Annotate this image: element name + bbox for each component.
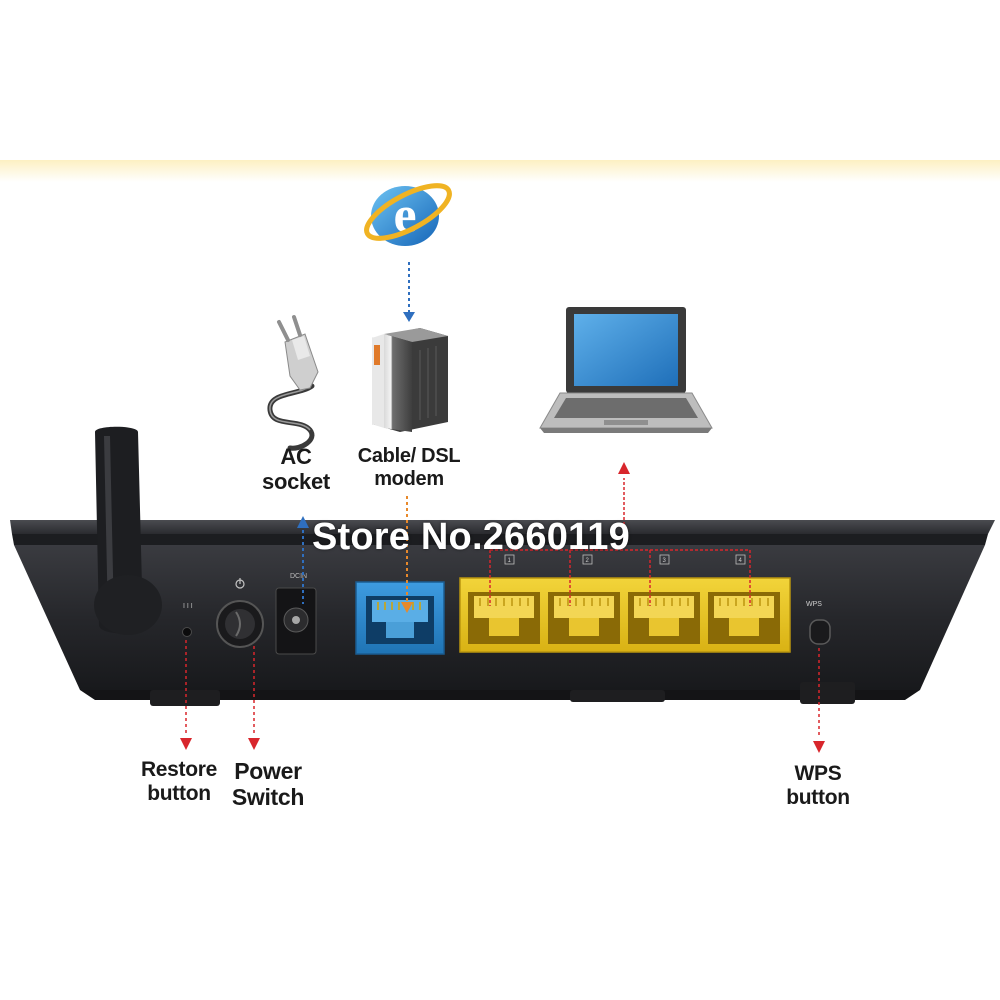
restore-button-hole[interactable]: I I I	[182, 603, 193, 637]
lan-ports: 1 2 3 4	[459, 554, 791, 653]
wps-arrow	[813, 648, 825, 753]
restore-label-line1: Restore	[140, 758, 218, 781]
svg-text:DCIN: DCIN	[290, 573, 307, 580]
wps-button-label: WPS button	[770, 762, 866, 809]
ac-socket-arrow	[297, 516, 309, 604]
modem-label-line2: modem	[374, 467, 444, 490]
laptop-icon	[539, 307, 713, 433]
wps-button[interactable]: WPS	[806, 601, 831, 645]
lan-number-3: 3	[663, 558, 667, 564]
lan-number-1: 1	[508, 558, 512, 564]
modem-label: Cable/ DSL modem	[340, 445, 478, 490]
wan-port	[355, 581, 445, 655]
ac-socket-label: AC socket	[250, 444, 342, 495]
lan-number-2: 2	[586, 558, 590, 564]
power-symbol-icon	[235, 578, 245, 589]
svg-text:I I I: I I I	[183, 603, 193, 610]
power-switch[interactable]	[216, 578, 264, 648]
laptop-arrow-head	[618, 462, 630, 474]
dc-power-socket: DCIN	[275, 573, 317, 655]
power-arrow	[248, 646, 260, 750]
power-label-line1: Power	[234, 758, 302, 784]
top-band	[0, 160, 1000, 182]
wps-label-line1: WPS	[794, 762, 842, 785]
modem-to-wan-arrow	[401, 496, 413, 613]
modem-icon	[372, 328, 448, 432]
antenna-icon	[94, 426, 162, 635]
power-switch-label: Power Switch	[220, 758, 316, 810]
power-label-line2: Switch	[231, 783, 305, 810]
modem-label-line1: Cable/ DSL	[357, 445, 461, 467]
power-plug-icon	[267, 315, 319, 451]
internet-explorer-icon: e	[364, 183, 452, 246]
internet-to-modem-arrow	[403, 262, 415, 322]
store-watermark: Store No.2660119	[312, 516, 630, 558]
restore-arrow	[180, 640, 192, 750]
restore-button-label: Restore button	[134, 758, 224, 805]
restore-label-line2: button	[147, 781, 211, 805]
wps-label-line2: button	[786, 785, 850, 809]
ac-socket-label-line1: AC	[280, 444, 312, 469]
lan-to-laptop-arrow	[489, 478, 751, 606]
lan-number-4: 4	[739, 558, 743, 564]
wps-panel-label: WPS	[806, 601, 822, 608]
ac-socket-label-line2: socket	[262, 468, 330, 494]
